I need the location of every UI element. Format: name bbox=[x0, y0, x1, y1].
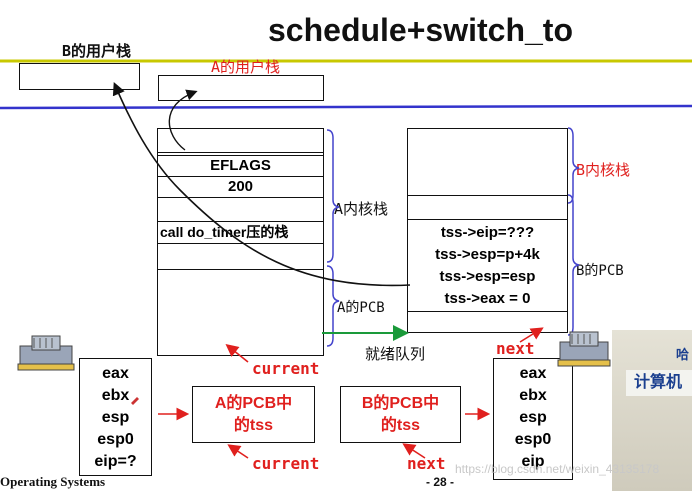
footer-left: Operating Systems bbox=[0, 474, 106, 489]
presenter-video-inset: 计算机 哈 bbox=[612, 330, 692, 491]
a-user-stack-label: A的用户栈 bbox=[211, 58, 281, 76]
a-pcb-label: A的PCB bbox=[337, 300, 385, 316]
video-background bbox=[612, 330, 692, 491]
next-label-lower: next bbox=[407, 454, 446, 473]
footer-page-number: - 28 - bbox=[426, 475, 455, 489]
a-kernel-cell-blank bbox=[158, 152, 323, 153]
b-kernel-cell-eip: tss->eip=??? bbox=[440, 224, 535, 241]
video-sign-text: 计算机 bbox=[634, 374, 683, 391]
register-ebx: ebx bbox=[519, 387, 547, 404]
video-sign bbox=[626, 370, 692, 396]
a-tss-line-2: 的tss bbox=[233, 417, 274, 434]
b-tss-box: B的PCB中 的tss bbox=[340, 386, 461, 443]
b-user-stack-box bbox=[19, 63, 140, 90]
blue-rule bbox=[0, 104, 692, 110]
register-ebx: ebx bbox=[101, 387, 130, 404]
a-kernel-cell-call-do-timer: call do_timer压的栈 bbox=[158, 221, 323, 242]
b-pcb-label: B的PCB bbox=[576, 263, 624, 279]
b-kernel-stack: tss->eip=??? tss->esp=p+4k tss->esp=esp … bbox=[407, 128, 568, 333]
cpu-chip-icon bbox=[17, 335, 75, 371]
b-user-stack-label: B的用户栈 bbox=[62, 42, 132, 60]
a-kernel-cell-eflags: EFLAGS bbox=[158, 155, 323, 176]
cpu-chip-icon bbox=[557, 331, 611, 367]
b-kernel-stack-label: B内核栈 bbox=[576, 161, 631, 179]
register-eip: eip bbox=[521, 453, 545, 470]
b-tss-line-2: 的tss bbox=[380, 417, 421, 434]
cpu-registers-right: eax ebx esp esp0 eip bbox=[493, 358, 573, 480]
b-kernel-cell-divider bbox=[408, 195, 567, 196]
register-esp0: esp0 bbox=[514, 431, 552, 448]
b-kernel-cell-bottom bbox=[408, 311, 567, 312]
register-list-left: eax ebx esp esp0 eip=? bbox=[80, 363, 151, 473]
current-label-upper: current bbox=[252, 359, 320, 378]
register-esp: esp bbox=[101, 409, 130, 426]
b-kernel-cell-esp-p4k: tss->esp=p+4k bbox=[435, 246, 540, 263]
register-esp: esp bbox=[519, 409, 547, 426]
a-kernel-cell-pcb-top bbox=[158, 269, 323, 270]
a-kernel-cell-200: 200 bbox=[158, 176, 323, 197]
a-tss-text: A的PCB中 的tss bbox=[193, 393, 314, 437]
next-label-upper: next bbox=[496, 339, 535, 358]
register-eax: eax bbox=[102, 365, 129, 382]
a-kernel-cell-gap bbox=[158, 197, 323, 198]
a-kernel-stack: EFLAGS 200 call do_timer压的栈 bbox=[157, 128, 324, 356]
video-corner-text: 哈 bbox=[676, 347, 690, 362]
slide-title: schedule+switch_to bbox=[268, 12, 573, 48]
b-tss-text: B的PCB中 的tss bbox=[341, 393, 460, 437]
watermark: https://blog.csdn.net/weixin_43135178 bbox=[455, 462, 660, 476]
b-kernel-cell-eax: tss->eax = 0 bbox=[444, 290, 531, 307]
a-kernel-cell-blank-2 bbox=[158, 243, 323, 244]
b-tss-line-1: B的PCB中 bbox=[361, 395, 440, 412]
a-kernel-stack-label: A内核栈 bbox=[334, 200, 389, 218]
ready-queue-label: 就绪队列 bbox=[365, 346, 426, 363]
b-kernel-cell-divider-2 bbox=[408, 219, 567, 220]
register-list-right: eax ebx esp esp0 eip bbox=[494, 363, 572, 473]
register-esp0: esp0 bbox=[97, 431, 134, 448]
register-eax: eax bbox=[519, 365, 547, 382]
a-tss-box: A的PCB中 的tss bbox=[192, 386, 315, 443]
register-eip: eip=? bbox=[94, 453, 137, 470]
current-label-lower: current bbox=[252, 454, 320, 473]
cpu-registers-left: eax ebx esp esp0 eip=? bbox=[79, 358, 152, 476]
b-kernel-cell-esp: tss->esp=esp bbox=[439, 268, 536, 285]
a-user-stack-box bbox=[158, 75, 324, 101]
a-tss-line-1: A的PCB中 bbox=[214, 395, 293, 412]
